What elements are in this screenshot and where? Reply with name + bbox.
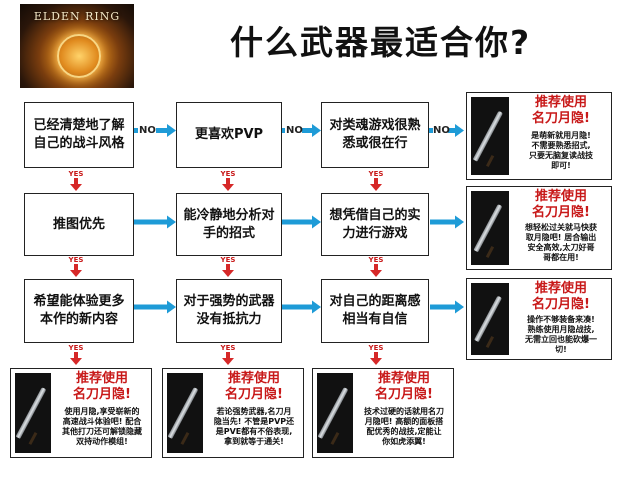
question-box-1: 已经清楚地了解自己的战斗风格	[24, 102, 134, 168]
logo-ring-icon	[57, 34, 101, 78]
yes-label: YES	[68, 256, 84, 264]
katana-image	[317, 373, 353, 453]
recommendation-title: 推荐使用 名刀月隐!	[375, 371, 433, 402]
question-box-5: 能冷静地分析对手的招式	[176, 193, 282, 256]
katana-image	[471, 191, 509, 265]
question-text: 能冷静地分析对手的招式	[183, 207, 275, 241]
page-title: 什么武器最适合你?	[230, 23, 532, 62]
question-text: 对自己的距离感相当有自信	[329, 294, 421, 327]
yes-arrow-c1-r2	[70, 264, 82, 277]
no-arrow-r2-c3	[430, 215, 464, 229]
no-arrow-r3-c3	[430, 300, 464, 314]
yes-label: YES	[68, 170, 84, 178]
yes-label: YES	[220, 256, 236, 264]
no-label: NO	[139, 125, 156, 136]
question-box-7: 希望能体验更多本作的新内容	[24, 279, 134, 343]
logo-text: ELDEN RING	[33, 10, 121, 23]
question-text: 更喜欢PVP	[194, 127, 264, 142]
question-box-2: 更喜欢PVP	[176, 102, 282, 168]
recommendation-text: 想轻松过关就马快获 取月隐吧! 居合输出 安全高效,太刀好哥 哥都在用!	[525, 223, 597, 262]
recommendation-box-6: 推荐使用 名刀月隐! 技术过硬的话就用名刀 月隐吧! 高额的面板搭 配优秀的战技…	[312, 368, 454, 458]
katana-image	[471, 97, 509, 175]
question-box-9: 对自己的距离感相当有自信	[321, 279, 429, 343]
recommendation-text: 若论强势武器,名刀月 隐当先! 不管是PVP还 是PVE都有不俗表现, 拿到就等…	[213, 407, 295, 446]
recommendation-title: 推荐使用 名刀月隐!	[225, 371, 283, 402]
question-text: 对于强势的武器没有抵抗力	[183, 294, 275, 327]
no-arrow-r3-c1	[134, 300, 176, 314]
no-arrow-r1-c1	[133, 124, 176, 137]
yes-label: YES	[368, 344, 384, 352]
yes-arrow-c2-r2	[222, 264, 234, 277]
question-text: 希望能体验更多本作的新内容	[33, 294, 125, 327]
yes-arrow-c3-r2	[370, 264, 382, 277]
recommendation-text: 操作不够装备来凑! 熟练使用月隐战技, 无需立回也能砍爆一 切!	[525, 315, 597, 354]
elden-ring-logo: ELDEN RING	[20, 4, 134, 88]
katana-image	[167, 373, 203, 453]
no-label: NO	[433, 125, 450, 136]
yes-label: YES	[220, 170, 236, 178]
yes-label: YES	[220, 344, 236, 352]
no-arrow-r1-c3	[428, 124, 464, 137]
yes-label: YES	[368, 170, 384, 178]
yes-arrow-c3-r3	[370, 352, 382, 365]
question-box-8: 对于强势的武器没有抵抗力	[176, 279, 282, 343]
recommendation-title: 推荐使用 名刀月隐!	[532, 189, 590, 220]
no-label: NO	[286, 125, 303, 136]
no-arrow-r2-c1	[134, 215, 176, 229]
recommendation-box-2: 推荐使用 名刀月隐! 想轻松过关就马快获 取月隐吧! 居合输出 安全高效,太刀好…	[466, 186, 612, 270]
yes-label: YES	[68, 344, 84, 352]
recommendation-text: 技术过硬的话就用名刀 月隐吧! 高额的面板搭 配优秀的战技,定能让 你如虎添翼!	[364, 407, 444, 446]
no-arrow-r1-c2	[280, 124, 321, 137]
recommendation-title: 推荐使用 名刀月隐!	[73, 371, 131, 402]
question-text: 推图优先	[52, 216, 105, 232]
recommendation-title: 推荐使用 名刀月隐!	[532, 281, 590, 312]
recommendation-box-3: 推荐使用 名刀月隐! 操作不够装备来凑! 熟练使用月隐战技, 无需立回也能砍爆一…	[466, 278, 612, 360]
recommendation-text: 是萌新就用月隐! 不需要熟悉招式, 只要无脑复读战技 即可!	[529, 131, 593, 170]
question-text: 想凭借自己的实力进行游戏	[329, 207, 421, 241]
recommendation-text: 使用月隐,享受崭新的 高速战斗体验吧! 配合 其他打刀还可解锁隐藏 双持动作模组…	[62, 407, 142, 446]
question-box-3: 对类魂游戏很熟悉或很在行	[321, 102, 429, 168]
no-arrow-r2-c2	[282, 215, 321, 229]
katana-image	[15, 373, 51, 453]
yes-arrow-c3-r1	[370, 178, 382, 191]
yes-arrow-c1-r3	[70, 352, 82, 365]
recommendation-box-4: 推荐使用 名刀月隐! 使用月隐,享受崭新的 高速战斗体验吧! 配合 其他打刀还可…	[10, 368, 152, 458]
no-arrow-r3-c2	[282, 300, 321, 314]
yes-arrow-c2-r1	[222, 178, 234, 191]
question-box-6: 想凭借自己的实力进行游戏	[321, 193, 429, 256]
katana-image	[471, 283, 509, 355]
yes-label: YES	[368, 256, 384, 264]
recommendation-title: 推荐使用 名刀月隐!	[532, 95, 590, 126]
recommendation-box-1: 推荐使用 名刀月隐! 是萌新就用月隐! 不需要熟悉招式, 只要无脑复读战技 即可…	[466, 92, 612, 180]
question-text: 已经清楚地了解自己的战斗风格	[33, 118, 125, 151]
yes-arrow-c2-r3	[222, 352, 234, 365]
question-text: 对类魂游戏很熟悉或很在行	[329, 118, 421, 151]
recommendation-box-5: 推荐使用 名刀月隐! 若论强势武器,名刀月 隐当先! 不管是PVP还 是PVE都…	[162, 368, 304, 458]
yes-arrow-c1-r1	[70, 178, 82, 191]
question-box-4: 推图优先	[24, 193, 134, 256]
